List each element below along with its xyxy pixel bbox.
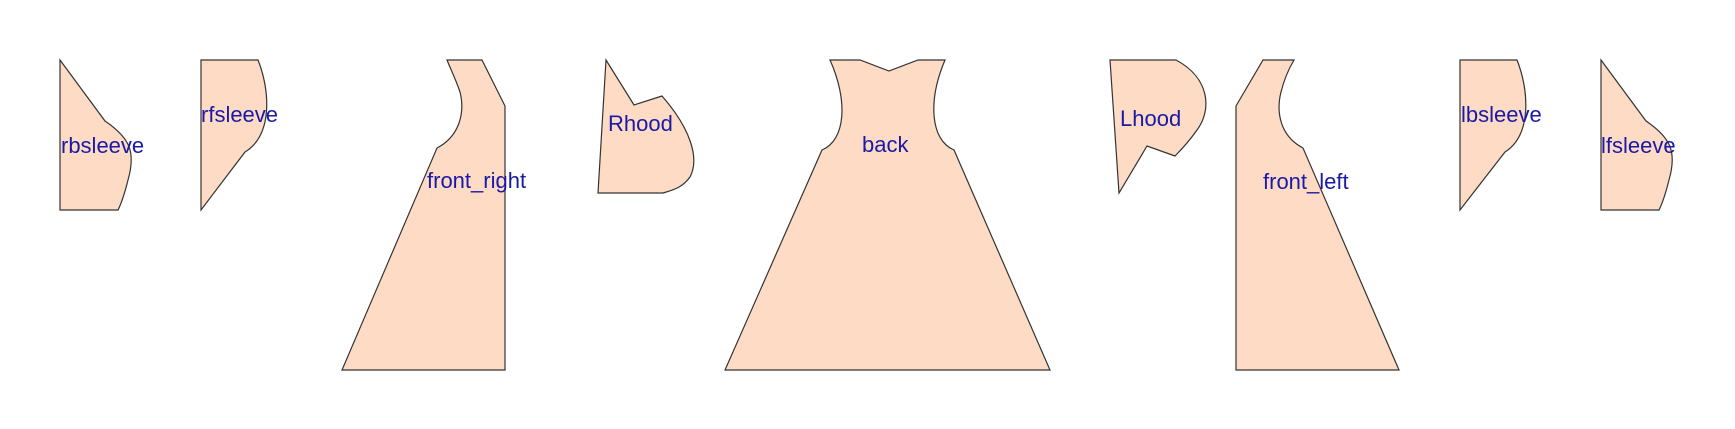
- pattern-piece-lhood: Lhood: [1109, 59, 1207, 195]
- pattern-piece-rhood: Rhood: [597, 58, 695, 194]
- lhood-label: Lhood: [1120, 106, 1181, 131]
- pattern-piece-rfsleeve: rfsleeve: [200, 59, 278, 212]
- front-left-shape: [1235, 59, 1400, 371]
- back-label: back: [862, 132, 909, 157]
- lbsleeve-label: lbsleeve: [1461, 102, 1542, 127]
- pattern-piece-front-right: front_right: [341, 59, 526, 371]
- pattern-piece-rbsleeve: rbsleeve: [59, 58, 144, 211]
- lbsleeve-shape: [1459, 59, 1527, 212]
- pattern-piece-lbsleeve: lbsleeve: [1459, 59, 1542, 212]
- rhood-shape: [597, 58, 695, 194]
- front-right-shape: [341, 59, 506, 371]
- lfsleeve-shape: [1600, 58, 1673, 211]
- back-shape: [724, 59, 1051, 371]
- lhood-shape: [1109, 59, 1207, 195]
- lfsleeve-label: lfsleeve: [1601, 133, 1676, 158]
- front-left-label: front_left: [1263, 169, 1349, 194]
- rhood-label: Rhood: [608, 111, 673, 136]
- pattern-piece-lfsleeve: lfsleeve: [1600, 58, 1676, 211]
- rfsleeve-label: rfsleeve: [201, 102, 278, 127]
- rfsleeve-shape: [200, 59, 268, 212]
- rbsleeve-label: rbsleeve: [61, 133, 144, 158]
- front-right-label: front_right: [427, 168, 526, 193]
- rbsleeve-shape: [59, 58, 132, 211]
- pattern-piece-back: back: [724, 59, 1051, 371]
- pattern-piece-front-left: front_left: [1235, 59, 1400, 371]
